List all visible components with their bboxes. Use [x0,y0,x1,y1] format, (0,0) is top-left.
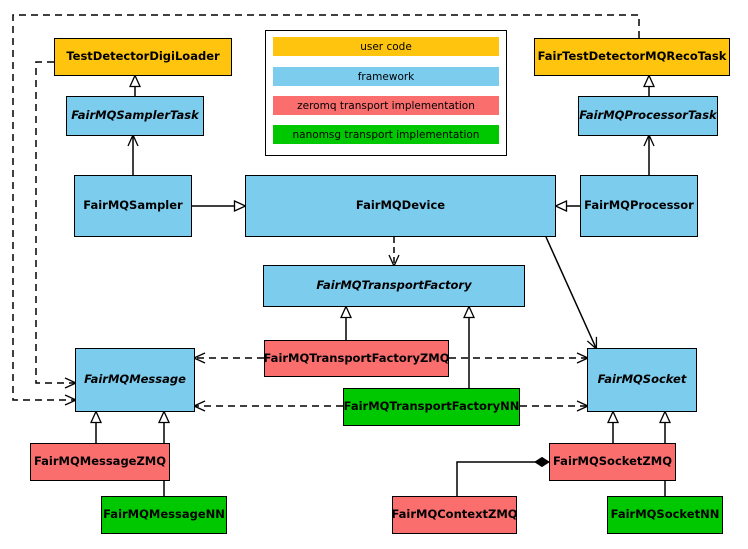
class-node-label: FairMQMessageZMQ [33,454,167,469]
class-node-FairMQProcessor[interactable]: FairMQProcessor [580,175,698,237]
class-node-label: FairTestDetectorMQRecoTask [537,49,727,64]
class-node-FairMQContextZMQ[interactable]: FairMQContextZMQ [391,496,518,534]
class-node-FairMQSocketNN[interactable]: FairMQSocketNN [607,496,723,534]
class-node-label: FairMQTransportFactory [316,278,472,293]
class-node-label: FairMQMessage [84,372,186,387]
legend-item-framework: framework [273,67,499,86]
class-node-FairMQSocketZMQ[interactable]: FairMQSocketZMQ [549,443,676,481]
class-node-FairTestDetectorMQRecoTask[interactable]: FairTestDetectorMQRecoTask [534,38,730,76]
class-node-FairMQSampler[interactable]: FairMQSampler [74,175,192,237]
class-node-FairMQTransportFactoryZMQ[interactable]: FairMQTransportFactoryZMQ [263,340,450,377]
class-node-label: FairMQTransportFactoryNN [343,399,520,414]
class-node-FairMQProcessorTask[interactable]: FairMQProcessorTask [578,96,718,136]
legend-item-nanomsg: nanomsg transport implementation [273,125,499,144]
edge-device-socket [545,236,598,351]
legend-item-zeromq: zeromq transport implementation [273,96,499,115]
legend-label-zeromq: zeromq transport implementation [297,99,475,112]
class-node-FairMQTransportFactoryNN[interactable]: FairMQTransportFactoryNN [343,388,520,426]
legend-label-framework: framework [357,70,415,83]
class-node-label: FairMQContextZMQ [391,507,518,522]
class-node-TestDetectorDigiLoader[interactable]: TestDetectorDigiLoader [54,38,232,76]
class-node-FairMQTransportFactory[interactable]: FairMQTransportFactory [263,265,525,307]
class-node-label: FairMQDevice [355,198,446,213]
class-node-label: FairMQSocketNN [610,507,720,522]
class-node-label: FairMQSamplerTask [71,108,199,123]
class-node-label: FairMQProcessor [584,198,694,213]
class-node-label: FairMQProcessorTask [579,108,717,123]
legend-item-user-code: user code [273,37,499,56]
class-node-label: FairMQSampler [83,198,183,213]
class-node-FairMQMessageZMQ[interactable]: FairMQMessageZMQ [30,443,170,481]
class-node-label: FairMQSocketZMQ [553,454,672,469]
class-node-label: TestDetectorDigiLoader [66,49,220,64]
legend-label-nanomsg: nanomsg transport implementation [292,128,480,141]
class-node-label: FairMQMessageNN [103,507,225,522]
class-node-FairMQSocket[interactable]: FairMQSocket [587,348,697,412]
legend-label-user-code: user code [360,40,412,53]
class-node-FairMQMessage[interactable]: FairMQMessage [75,348,195,412]
edge-socketzmq-contextzmq [456,456,550,496]
class-node-label: FairMQSocket [597,372,687,387]
class-node-FairMQSamplerTask[interactable]: FairMQSamplerTask [66,96,204,136]
class-node-FairMQMessageNN[interactable]: FairMQMessageNN [101,496,227,534]
class-node-FairMQDevice[interactable]: FairMQDevice [245,175,556,237]
edge-recotask-message [12,14,640,406]
class-node-label: FairMQTransportFactoryZMQ [263,350,450,365]
